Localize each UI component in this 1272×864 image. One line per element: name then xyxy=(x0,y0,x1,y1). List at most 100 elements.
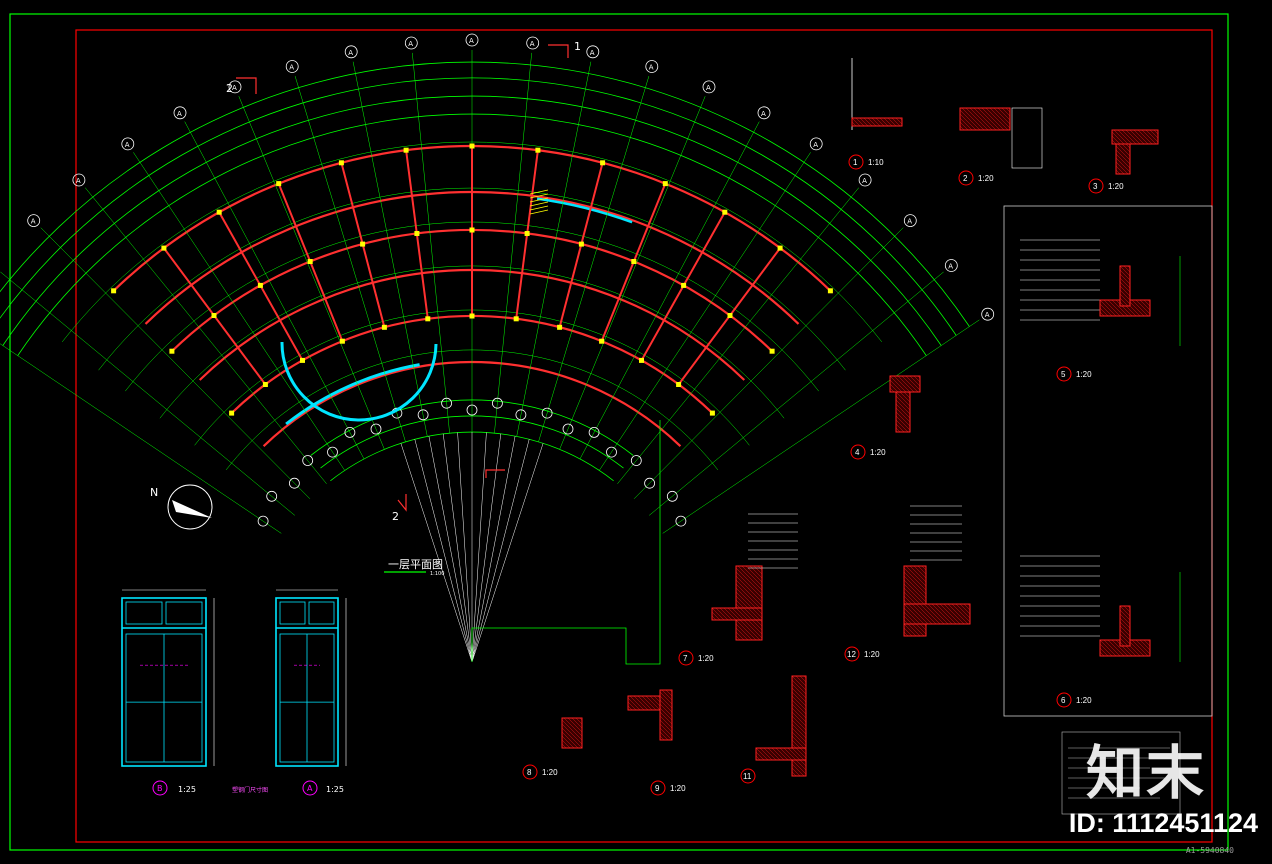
detail-bubble-label: 8 xyxy=(527,768,532,777)
detail-8-section-hatch xyxy=(561,731,579,749)
detail-3-section-hatch xyxy=(1133,129,1149,145)
detail-11-slab-hatch xyxy=(771,747,785,761)
axis-bubble-label: A xyxy=(948,263,953,271)
detail-1-section-hatch xyxy=(851,117,861,127)
detail-11-wall-hatch xyxy=(791,695,807,711)
column xyxy=(600,160,606,166)
detail-scale-label: 1:20 xyxy=(978,174,994,183)
window-arc xyxy=(285,363,420,426)
notes-block xyxy=(1061,731,1181,815)
detail-panel-section-hatch xyxy=(1131,639,1149,657)
detail-12-slab-hatch xyxy=(951,603,971,623)
axis-bubble-inner xyxy=(288,477,300,489)
detail-11-slab-hatch xyxy=(791,747,805,761)
axis-bubble xyxy=(757,106,771,120)
detail-11-wall-hatch xyxy=(791,699,807,715)
detail-panel-section-hatch xyxy=(1099,303,1113,317)
detail-12-slab-hatch xyxy=(959,603,971,615)
floor-plan: AAAAAAAAAAAAAAAAAAAAA xyxy=(0,33,995,665)
axis-bubble-inner xyxy=(541,407,553,419)
window-arc xyxy=(536,197,633,224)
detail-3-section-hatch xyxy=(1111,131,1125,145)
plan-title: 一层平面图 xyxy=(388,558,443,571)
detail-12-slab-hatch xyxy=(931,603,953,625)
detail-11-wall-hatch xyxy=(791,679,807,695)
detail-7-slab-hatch xyxy=(711,611,721,621)
detail-4-section-hatch xyxy=(893,375,911,393)
detail-7-slab-hatch xyxy=(715,607,729,621)
detail-panel-section-hatch xyxy=(1099,299,1117,317)
column xyxy=(339,338,345,344)
detail-12-slab-hatch xyxy=(943,603,965,625)
detail-12-wall-hatch xyxy=(903,623,917,637)
fan-ray xyxy=(442,433,473,663)
detail-4-leg-hatch xyxy=(895,399,911,415)
fan-ray xyxy=(457,432,473,663)
detail-9-leg-hatch xyxy=(659,691,673,705)
detail-3-leg-hatch xyxy=(1115,145,1131,161)
detail-panel-parapet-hatch xyxy=(1119,293,1131,305)
detail-12-wall-hatch xyxy=(903,579,927,603)
detail-panel-section-hatch xyxy=(1099,643,1113,657)
axis-bubble xyxy=(285,60,299,73)
axis-bubble xyxy=(27,214,41,228)
detail-7-slab-hatch xyxy=(731,607,745,621)
column xyxy=(631,259,637,264)
detail-9-section-hatch xyxy=(627,705,633,711)
detail-4-section-hatch xyxy=(897,375,915,393)
radial-grid-line xyxy=(184,121,365,460)
detail-4-leg-hatch xyxy=(895,415,911,431)
detail-panel-section-hatch xyxy=(1111,299,1129,317)
stair-tread xyxy=(529,189,549,195)
watermark-id: ID: 1112451124 xyxy=(1068,808,1258,838)
detail-panel-parapet-hatch xyxy=(1119,269,1131,281)
detail-11-wall-hatch xyxy=(803,675,807,679)
fan-ray xyxy=(471,436,516,663)
axis-bubble-inner xyxy=(344,426,356,438)
window-a-frame xyxy=(275,597,339,767)
detail-11-slab-hatch xyxy=(755,755,761,761)
detail-4-leg-hatch xyxy=(895,419,909,433)
column xyxy=(662,181,668,187)
detail-panel-section-hatch xyxy=(1139,639,1151,651)
detail-7-slab-hatch xyxy=(711,607,725,621)
stair-tread xyxy=(529,209,549,215)
detail-7-wall-hatch xyxy=(735,619,757,641)
north-label: N xyxy=(150,486,158,499)
radial-grid-line xyxy=(599,152,811,471)
detail-panel-parapet-hatch xyxy=(1119,617,1131,629)
detail-1-section-hatch xyxy=(863,117,873,127)
detail-9-leg-hatch xyxy=(659,699,673,713)
stair-tread xyxy=(529,201,549,207)
radial-grid-line xyxy=(559,96,706,450)
detail-3-section-hatch xyxy=(1149,129,1159,139)
column xyxy=(229,410,235,416)
detail-bubble-label: 6 xyxy=(1061,696,1066,705)
axis-bubble-label: A xyxy=(590,49,595,57)
watermark-logo: 知末 xyxy=(1085,741,1206,806)
axis-bubble-label: A xyxy=(862,177,867,185)
detail-12-wall-hatch xyxy=(903,571,927,595)
detail-3-section-hatch xyxy=(1113,129,1129,145)
sheet-code: A1-5940840 xyxy=(1185,846,1234,855)
detail-panel-parapet-hatch xyxy=(1119,641,1125,647)
detail-2-ground xyxy=(1011,107,1043,169)
axis-bubble xyxy=(586,45,600,59)
column xyxy=(524,231,530,236)
detail-3-section-hatch xyxy=(1121,129,1137,145)
detail-1-section-hatch xyxy=(883,117,893,127)
detail-panel-section-hatch xyxy=(1143,639,1151,647)
detail-12-slab-hatch xyxy=(919,603,941,625)
detail-9-section-hatch xyxy=(645,695,661,711)
dimension-arc xyxy=(0,61,970,327)
detail-bubble-3 xyxy=(1088,178,1104,194)
detail-panel-parapet-hatch xyxy=(1119,301,1125,307)
detail-4-section-hatch xyxy=(917,375,921,379)
detail-12-wall-hatch xyxy=(905,565,927,587)
detail-7-slab-hatch xyxy=(751,607,763,619)
detail-3-section-hatch xyxy=(1117,129,1133,145)
radial-grid-line xyxy=(238,96,385,450)
detail-8-section-hatch xyxy=(561,735,575,749)
axis-bubble xyxy=(809,137,823,151)
